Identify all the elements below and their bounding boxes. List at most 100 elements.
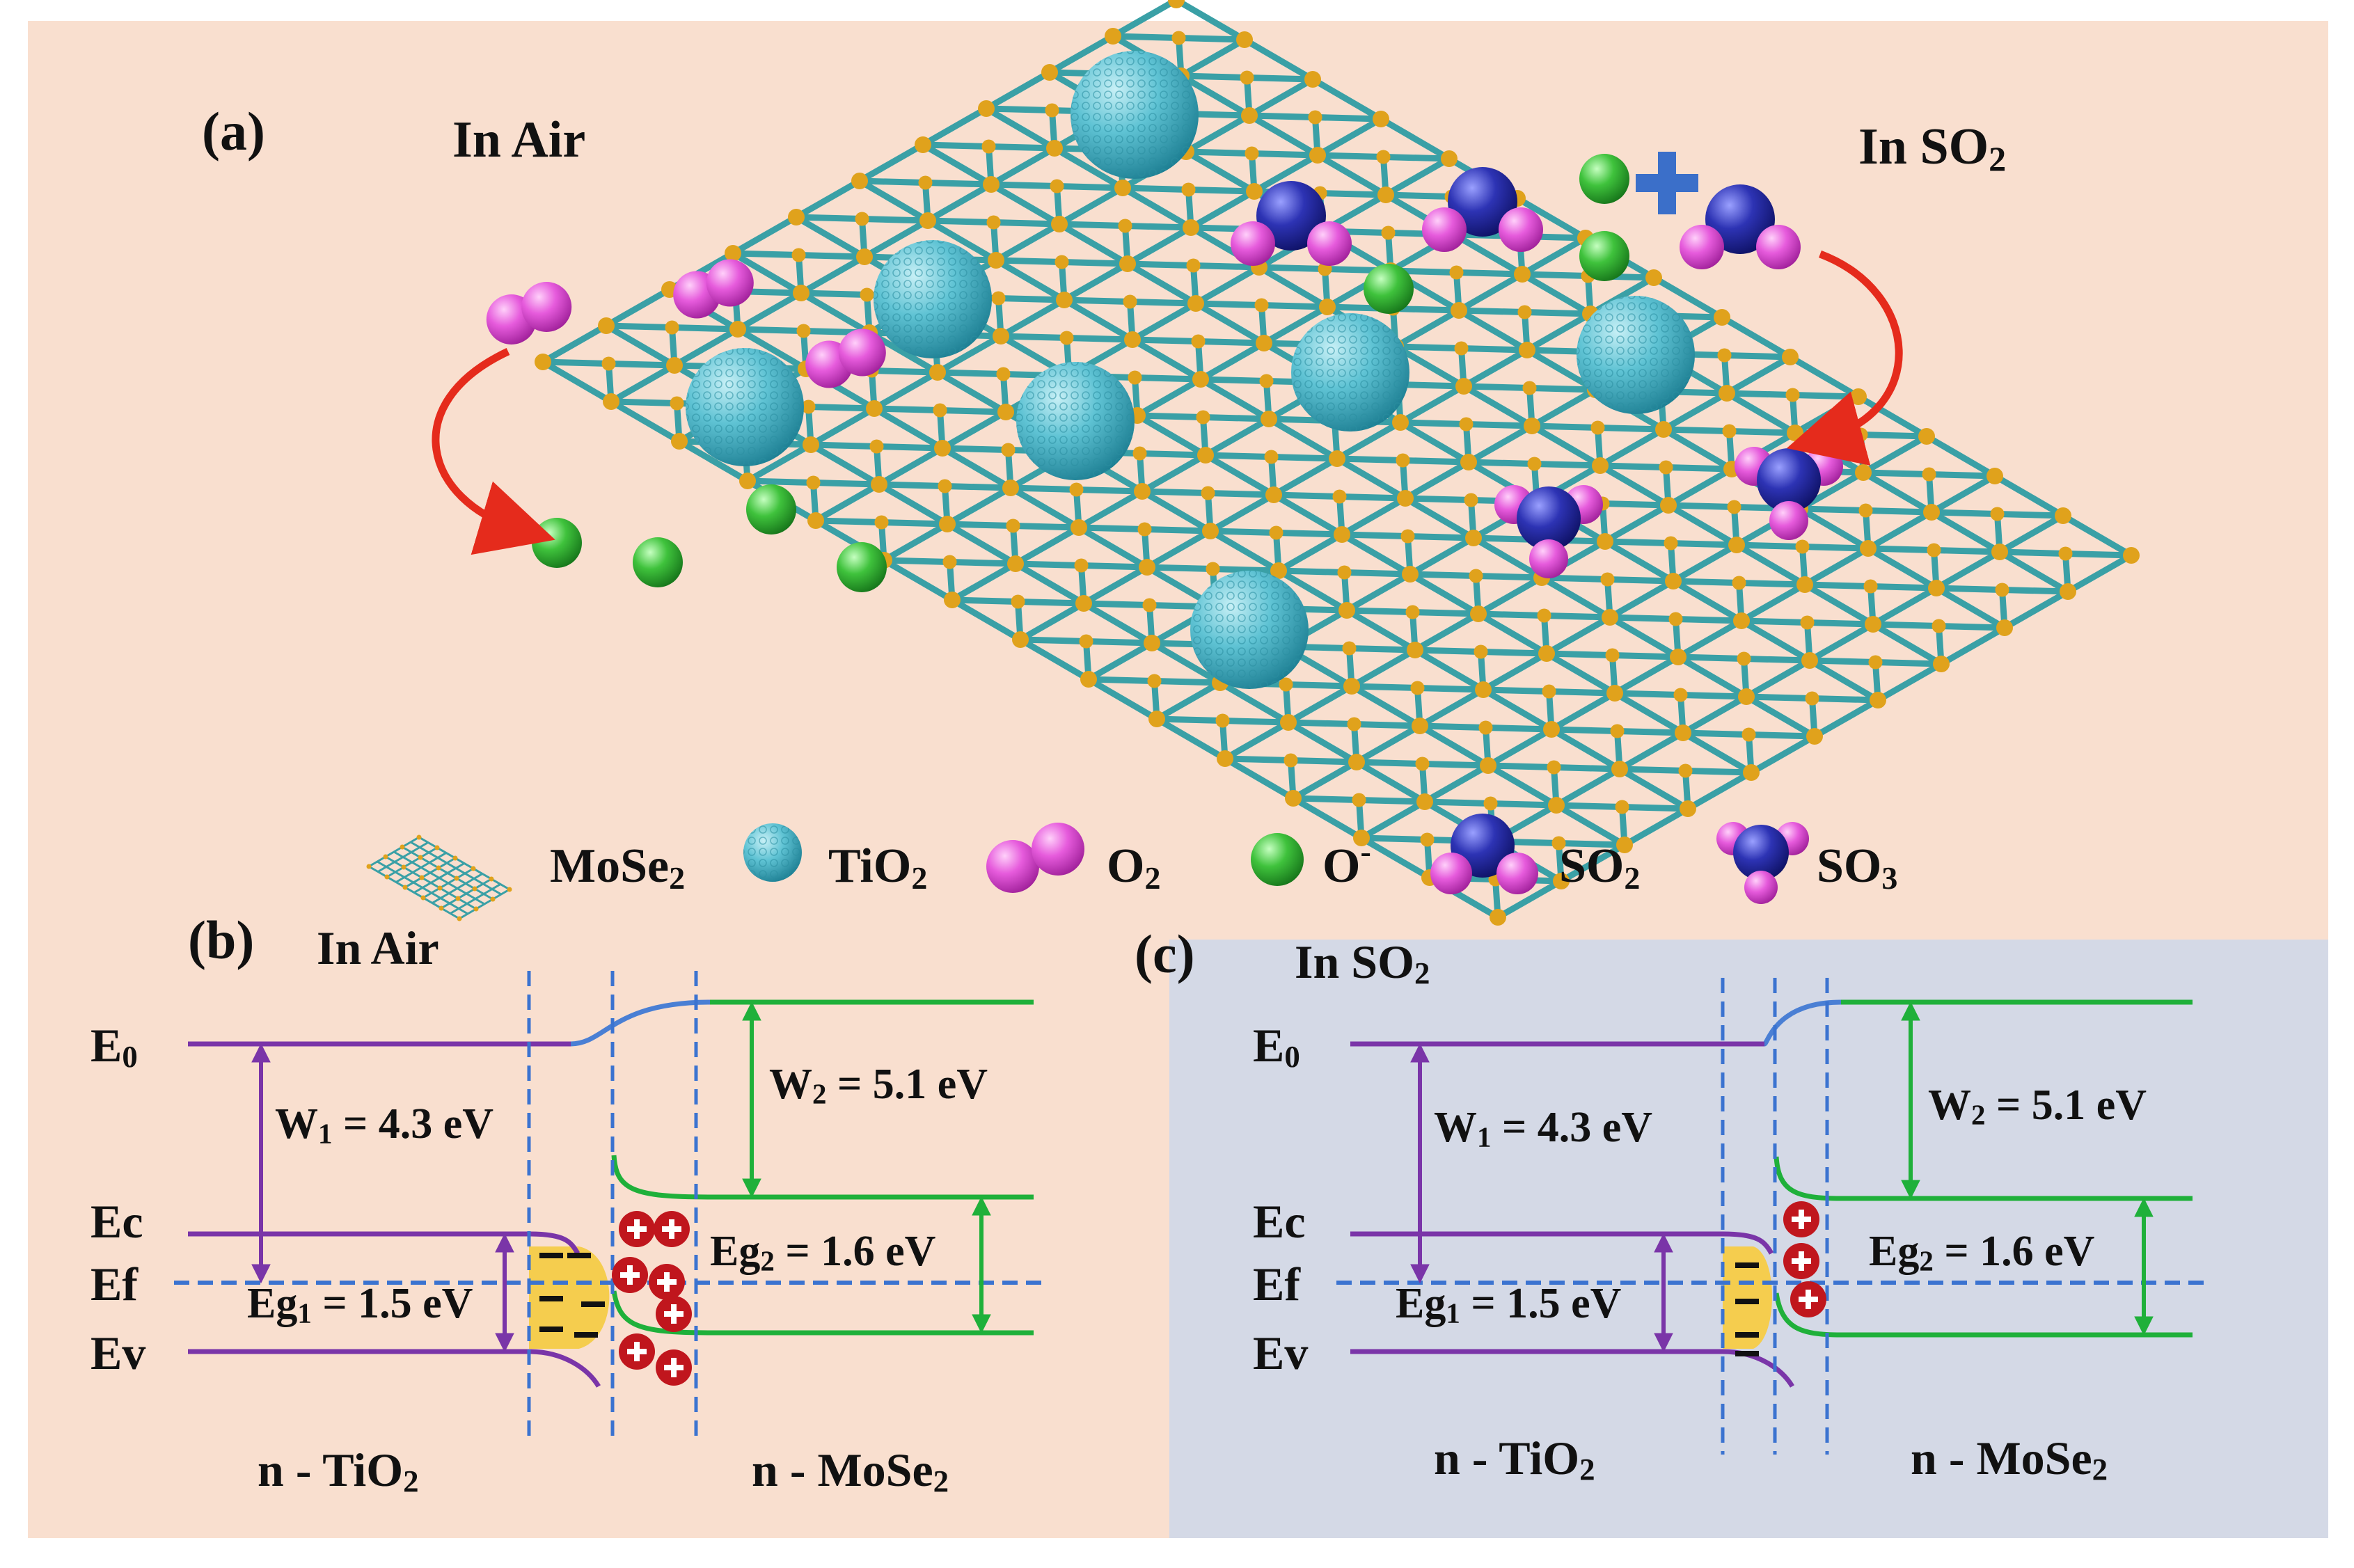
se-atom xyxy=(1142,598,1157,612)
mo-se-bond xyxy=(1153,715,1229,762)
mo-atom xyxy=(729,321,746,338)
mo-se-bond xyxy=(939,445,1014,491)
o-minus-ion xyxy=(1364,264,1414,314)
mo-se-bond xyxy=(1343,571,1414,614)
mo-atom xyxy=(1407,642,1423,658)
mo-se-bond xyxy=(1541,612,1613,621)
mo-se-bond xyxy=(1054,183,1126,191)
mo-se-bond xyxy=(1056,221,1128,229)
sulfur-atom xyxy=(1705,184,1775,254)
eg1-arrow-head xyxy=(495,1333,514,1353)
mo-se-bond xyxy=(793,214,868,260)
mo-atom xyxy=(1217,750,1233,767)
oxygen-atom xyxy=(986,840,1039,893)
legend-lattice-line xyxy=(402,846,493,901)
mo-se-bond xyxy=(1473,573,1545,581)
mo-se-bond xyxy=(1061,260,1131,303)
oxygen-atom xyxy=(1769,501,1808,540)
mo-se-bond xyxy=(1256,264,1331,310)
mo-atom xyxy=(993,328,1009,345)
mo-se-bond xyxy=(1085,676,1160,722)
mo-se-bond xyxy=(1465,422,1535,466)
mo-atom xyxy=(1606,685,1623,702)
o2-molecule xyxy=(486,282,572,345)
mo-se-bond xyxy=(1338,531,1414,578)
mo-se-bond xyxy=(1061,296,1133,305)
mo-se-bond xyxy=(729,250,802,258)
mo-se-bond xyxy=(1673,616,1745,624)
se-atom xyxy=(1737,651,1751,666)
left-material-label-main: n - TiO xyxy=(258,1443,403,1496)
eg1-arrow-head xyxy=(495,1233,514,1253)
se-atom xyxy=(1547,760,1561,775)
mo-se-bond xyxy=(1414,685,1487,693)
mo-se-bond xyxy=(1173,0,1248,43)
mo-atom xyxy=(1285,790,1302,807)
mo-atom xyxy=(1660,497,1677,514)
eg2-arrow-head xyxy=(972,1314,991,1334)
hole-plus xyxy=(619,1211,655,1247)
se-atom xyxy=(1449,265,1464,280)
se-atom xyxy=(2058,546,2073,561)
mo-se-bond xyxy=(1522,309,1594,317)
legend-label: MoSe2 xyxy=(550,839,685,896)
mo-se-bond xyxy=(1064,335,1136,343)
mo-se-bond xyxy=(1222,755,1297,802)
legend-label-main: SO xyxy=(1817,839,1881,893)
w1-arrow-head xyxy=(251,1043,271,1063)
mo-atom xyxy=(1665,573,1682,589)
mo-se-bond xyxy=(1275,567,1348,576)
mo-atom xyxy=(1261,411,1277,427)
mo-se-bond xyxy=(1604,576,1677,585)
mo-se-bond xyxy=(669,324,741,333)
mo-atom xyxy=(1192,371,1209,388)
mo-se-bond xyxy=(1599,500,1672,509)
mo-se-bond xyxy=(1222,719,1292,762)
mo-se-bond xyxy=(1796,505,1869,514)
mo-se-bond xyxy=(1928,509,2003,555)
mo-se-bond xyxy=(1192,300,1265,308)
mo-atom xyxy=(1918,428,1935,445)
mo-se-bond xyxy=(1602,538,1674,546)
mo-se-bond xyxy=(1597,462,1672,509)
mo-se-bond xyxy=(1416,722,1492,769)
mo-se-bond xyxy=(1265,415,1341,462)
mo-se-bond xyxy=(606,361,678,369)
mo-se-bond xyxy=(744,477,816,486)
mo-se-bond xyxy=(1421,798,1494,807)
mo-se-bond xyxy=(993,221,1063,264)
mo-se-bond xyxy=(1475,610,1547,619)
mo-se-bond xyxy=(1606,614,1682,660)
mo-se-bond xyxy=(1470,534,1545,581)
eg1-label: Eg1 = 1.5 eV xyxy=(1396,1280,1622,1329)
mo-se-bond xyxy=(1392,307,1462,350)
legend-lattice-atom xyxy=(452,855,458,861)
mo-atom xyxy=(1051,216,1068,232)
mo-atom xyxy=(1670,649,1686,665)
mo-se-bond xyxy=(1660,426,1735,473)
mo-se-bond xyxy=(1483,724,1555,733)
mo-se-bond xyxy=(1075,524,1148,532)
e0-label: E0 xyxy=(90,1019,138,1074)
mo-se-bond xyxy=(1787,354,1862,400)
left-material-label: n - TiO2 xyxy=(1434,1432,1595,1487)
mo-se-bond xyxy=(603,322,675,331)
se-atom xyxy=(1396,453,1410,468)
mo-se-bond xyxy=(1353,759,1428,805)
electron-minus xyxy=(581,1301,605,1307)
mo-se-bond xyxy=(1463,421,1535,429)
oxygen-atom xyxy=(1499,207,1543,252)
mo-se-bond xyxy=(995,295,1068,303)
legend-lattice-atom xyxy=(402,885,408,890)
mo-se-bond xyxy=(988,181,1063,228)
tio2-sphere-texture xyxy=(1190,571,1309,689)
mo-se-bond xyxy=(1860,469,1932,477)
mo-se-bond xyxy=(1480,650,1550,693)
mo-se-bond xyxy=(608,398,680,406)
mo-se-bond xyxy=(1526,385,1599,393)
mo-se-bond xyxy=(1602,502,1672,545)
mo-se-bond xyxy=(876,445,946,488)
mo-atom xyxy=(1460,454,1477,470)
mo-se-bond xyxy=(1933,585,2005,593)
mo-se-bond xyxy=(934,369,1009,415)
